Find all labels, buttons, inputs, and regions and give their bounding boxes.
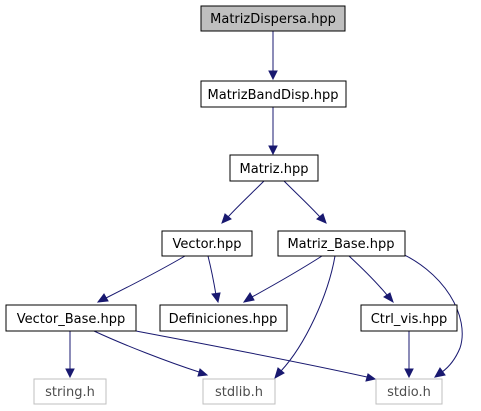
edge-matrizdispersa-to-matrizbanddisp (268, 31, 278, 81)
node-matrizbanddisp[interactable]: MatrizBandDisp.hpp (200, 80, 347, 108)
edge-vector-to-vectorbase (96, 255, 186, 303)
edge-matrizbase-to-definiciones (242, 255, 323, 303)
node-ctrlvis[interactable]: Ctrl_vis.hpp (360, 304, 458, 332)
node-label-stdio-h: stdio.h (387, 385, 431, 400)
node-label-stdlib-h: stdlib.h (215, 385, 263, 400)
edge-vectorbase-to-stdio (135, 330, 377, 382)
node-label-matriz: Matriz.hpp (240, 162, 309, 177)
node-label-vector: Vector.hpp (172, 237, 241, 252)
edge-vectorbase-to-stdlib (93, 330, 209, 377)
node-label-matrizbase: Matriz_Base.hpp (287, 237, 394, 252)
node-label-vectorbase: Vector_Base.hpp (17, 312, 125, 327)
node-vectorbase[interactable]: Vector_Base.hpp (5, 304, 137, 332)
node-matrizbase[interactable]: Matriz_Base.hpp (277, 230, 406, 257)
node-label-matrizbanddisp: MatrizBandDisp.hpp (208, 88, 339, 103)
edge-matrizbase-to-stdlib (274, 255, 336, 380)
node-definiciones[interactable]: Definiciones.hpp (159, 304, 288, 332)
node-label-string-h: string.h (45, 385, 95, 400)
node-label-definiciones: Definiciones.hpp (169, 312, 278, 327)
node-string-h: string.h (33, 378, 107, 405)
node-label-matrizdispersa: MatrizDispersa.hpp (210, 12, 336, 27)
node-matrizdispersa[interactable]: MatrizDispersa.hpp (200, 5, 346, 32)
edge-matrizbase-to-stdio (390, 248, 463, 378)
node-stdlib-h: stdlib.h (202, 378, 276, 405)
node-matriz[interactable]: Matriz.hpp (229, 154, 319, 182)
edge-vectorbase-to-string (65, 331, 75, 379)
edge-matriz-to-matrizbase (283, 180, 327, 224)
node-vector[interactable]: Vector.hpp (161, 230, 253, 257)
edge-matrizbanddisp-to-matriz (268, 107, 278, 156)
node-stdio-h: stdio.h (375, 378, 443, 405)
edge-matrizbase-to-ctrlvis (348, 255, 394, 304)
edge-ctrlvis-to-stdio (404, 331, 414, 379)
edge-vector-to-definiciones (207, 255, 221, 304)
node-label-ctrlvis: Ctrl_vis.hpp (371, 312, 448, 327)
edges (65, 31, 463, 382)
nodes: MatrizDispersa.hpp MatrizBandDisp.hpp Ma… (5, 5, 458, 405)
edge-matriz-to-vector (221, 180, 265, 224)
